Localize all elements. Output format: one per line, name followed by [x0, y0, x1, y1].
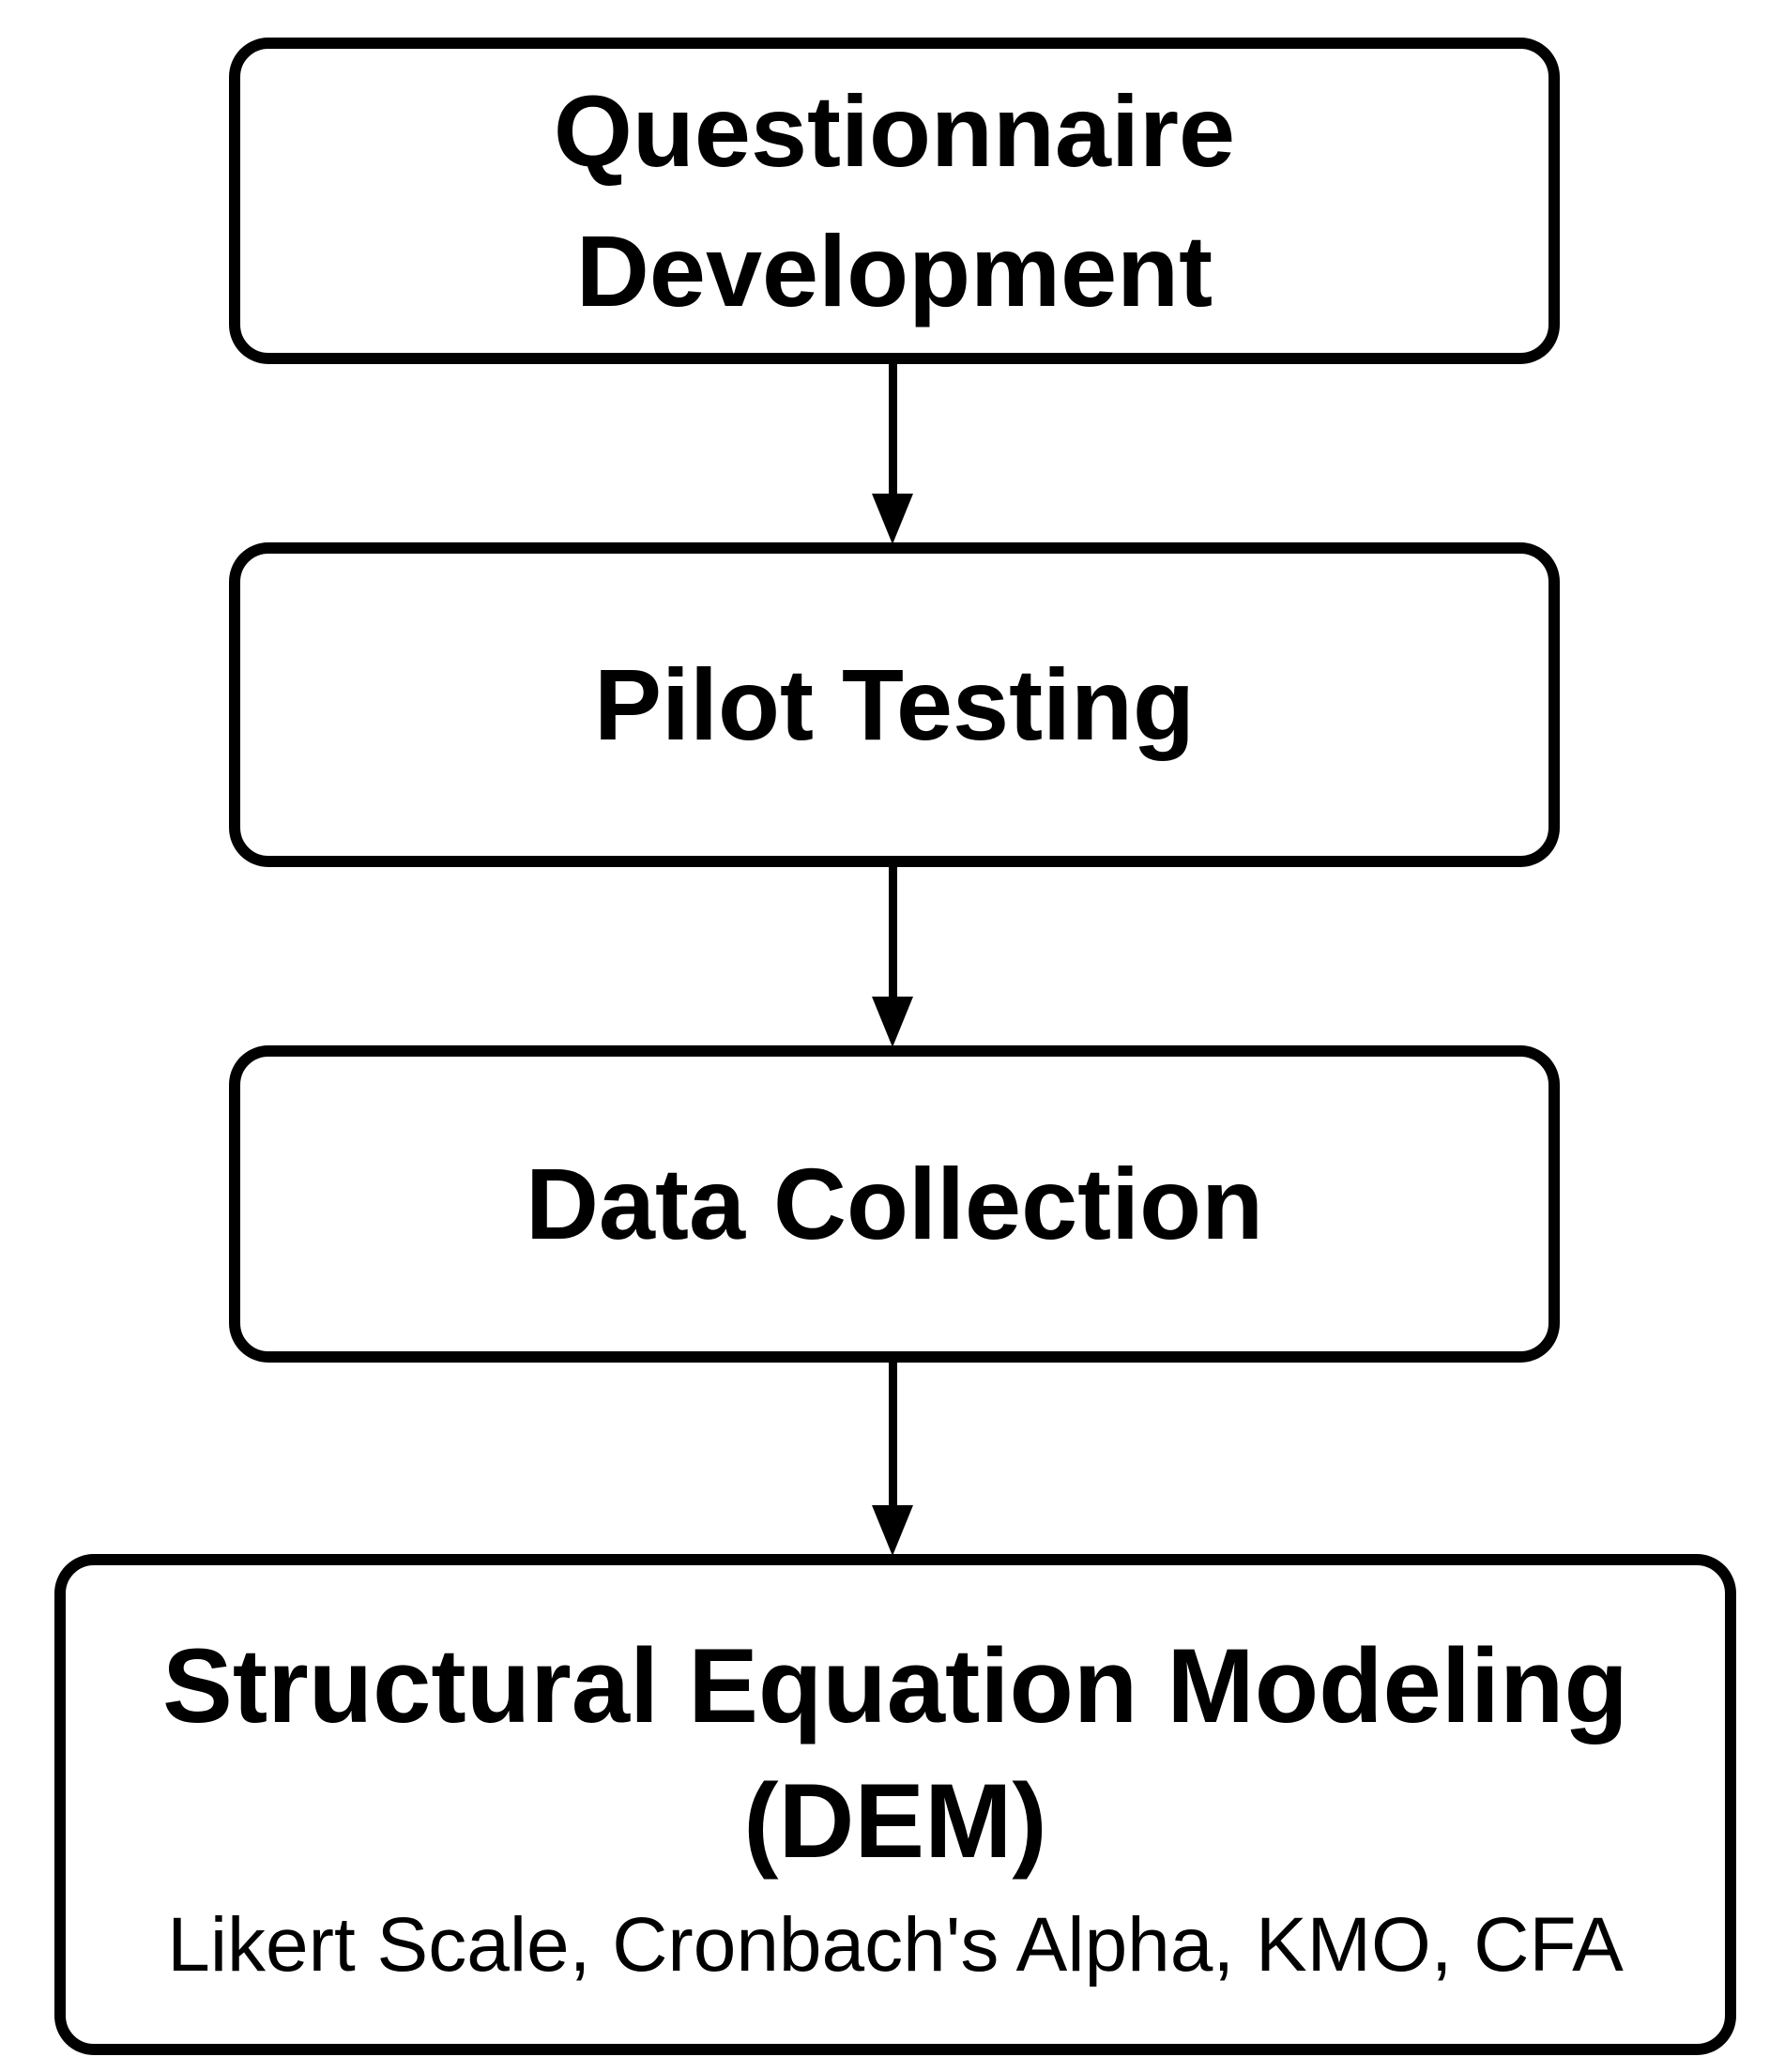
node-label: Data Collection: [525, 1147, 1264, 1261]
arrow-head-icon: [872, 997, 913, 1047]
node-sublabel: Likert Scale, Cronbach's Alpha, KMO, CFA: [167, 1902, 1624, 1988]
node-label: Questionnaire Development: [553, 73, 1236, 328]
node-data-collection: Data Collection: [229, 1045, 1560, 1363]
arrow-stem: [888, 865, 897, 997]
node-questionnaire-development: Questionnaire Development: [229, 38, 1560, 364]
arrow-head-icon: [872, 1505, 913, 1556]
arrow-connector-1: [872, 362, 913, 544]
arrow-connector-2: [872, 865, 913, 1047]
node-structural-equation-modeling: Structural Equation Modeling (DEM) Liker…: [54, 1554, 1736, 2055]
arrow-connector-3: [872, 1361, 913, 1556]
node-label: Structural Equation Modeling (DEM): [162, 1627, 1628, 1880]
arrow-stem: [888, 1361, 897, 1505]
node-pilot-testing: Pilot Testing: [229, 542, 1560, 867]
arrow-stem: [888, 362, 897, 494]
node-label: Pilot Testing: [594, 648, 1195, 762]
arrow-head-icon: [872, 494, 913, 544]
